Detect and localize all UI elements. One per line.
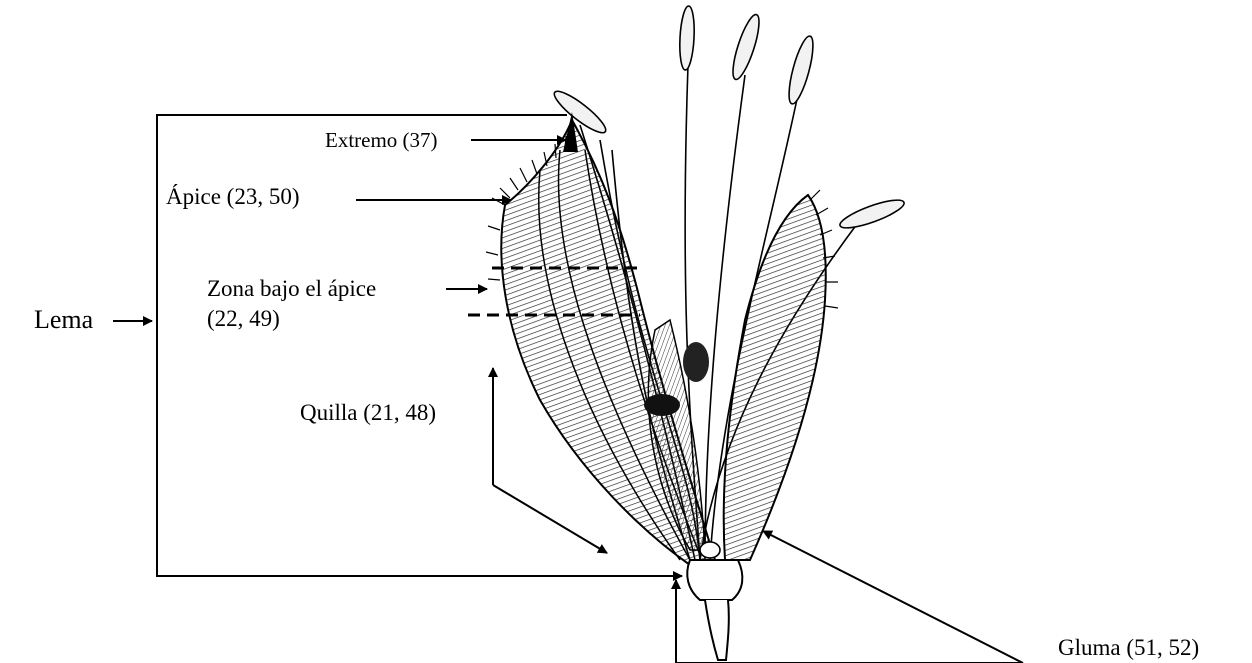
floret-illustration	[486, 6, 907, 660]
stigma	[683, 342, 709, 382]
label-quilla: Quilla (21, 48)	[300, 400, 436, 426]
quilla-arrow-down	[493, 485, 607, 553]
label-zona-line1: Zona bajo el ápice	[207, 276, 376, 302]
floret-base	[687, 542, 742, 660]
label-lema: Lema	[34, 305, 93, 335]
label-extremo: Extremo (37)	[325, 128, 438, 152]
palea-body	[724, 195, 826, 560]
label-gluma: Gluma (51, 52)	[1058, 635, 1199, 661]
label-zona-line2: (22, 49)	[207, 306, 280, 332]
gluma-arrow	[763, 531, 1023, 663]
ovary	[644, 394, 680, 416]
label-apice: Ápice (23, 50)	[166, 184, 300, 210]
